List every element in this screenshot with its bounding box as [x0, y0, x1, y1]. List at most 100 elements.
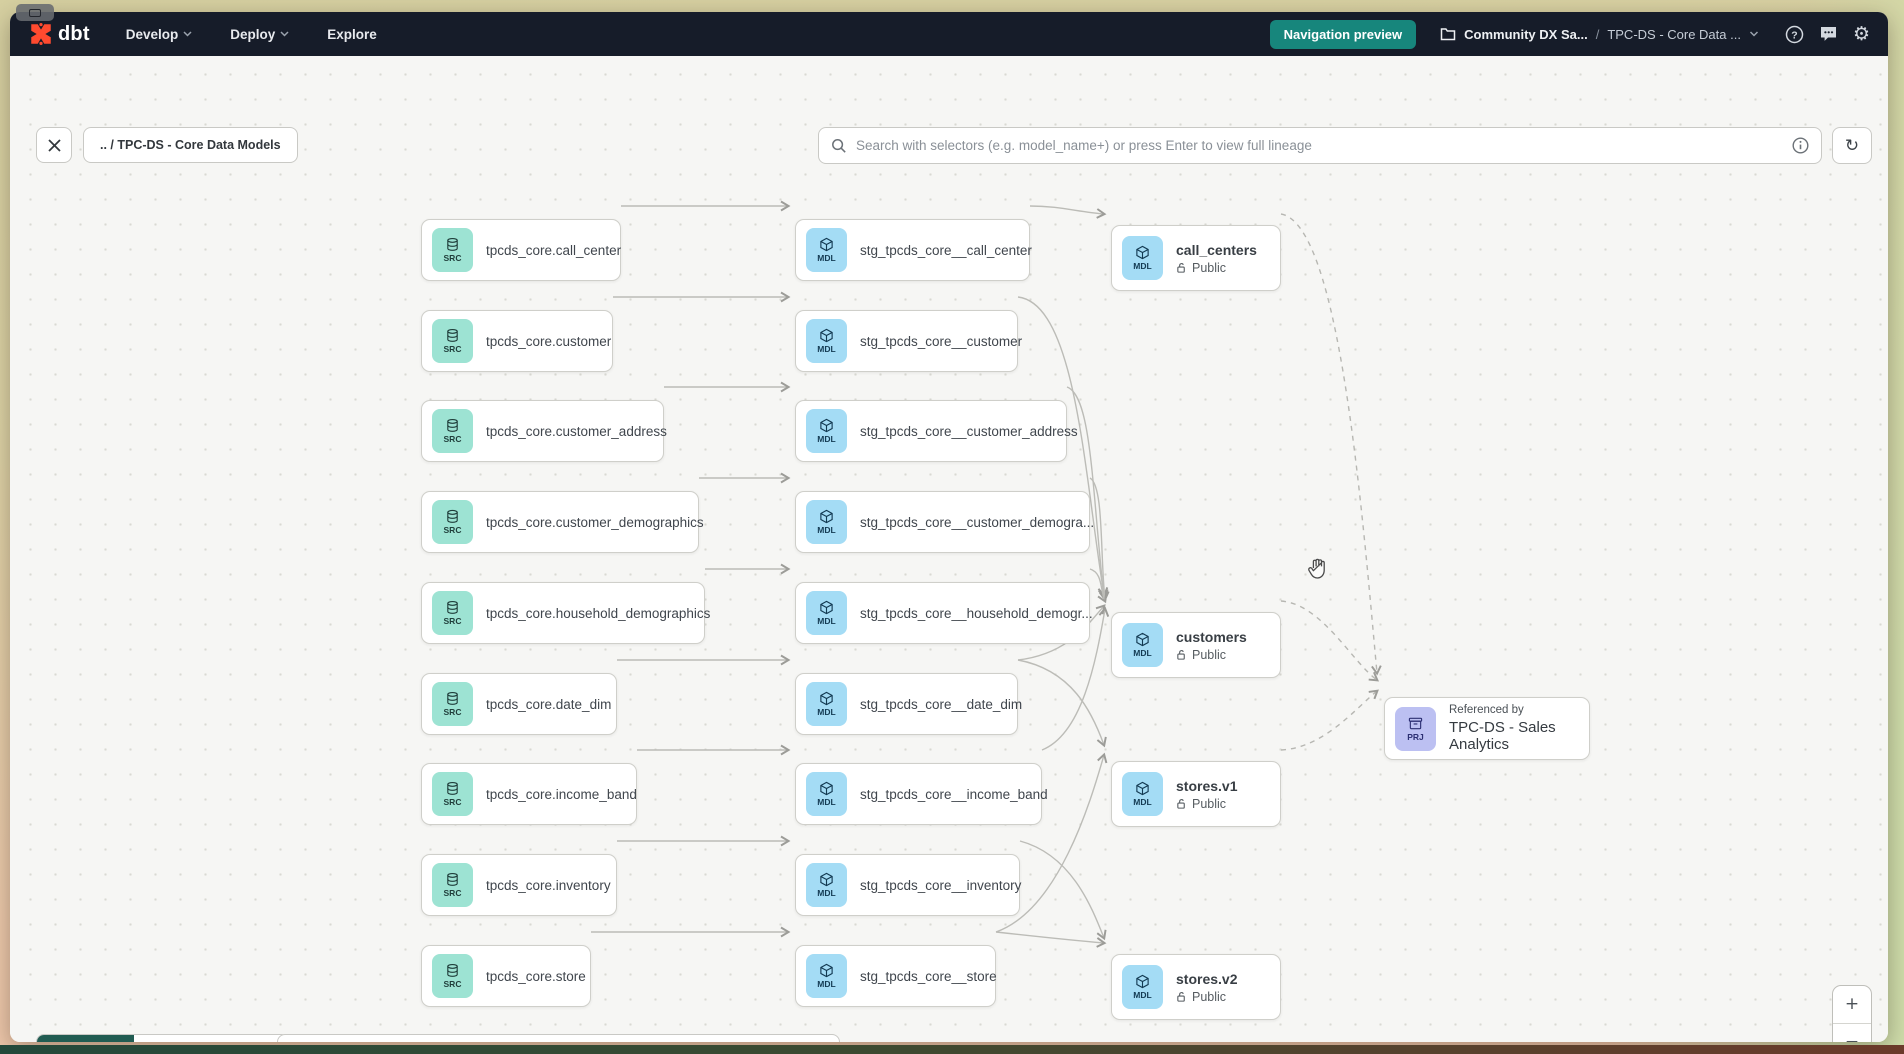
graph-node-model[interactable]: MDL stg_tpcds_core__inventory	[795, 854, 1021, 916]
search-input[interactable]	[856, 138, 1783, 153]
source-badge: SRC	[432, 954, 473, 998]
nav-menu-develop[interactable]: Develop	[126, 27, 193, 42]
database-icon	[447, 781, 458, 795]
close-icon	[47, 138, 61, 152]
lenses-button[interactable]: Lenses	[37, 1035, 134, 1042]
resource-type-legend: Model Source Snapshot Seed Metric Semant…	[277, 1034, 841, 1042]
dbt-logo-icon	[31, 23, 51, 45]
graph-node-source[interactable]: SRC tpcds_core.income_band	[421, 763, 637, 825]
graph-node-model[interactable]: MDL stg_tpcds_core__household_demogr...	[795, 582, 1093, 644]
source-badge: SRC	[432, 500, 473, 544]
model-badge: MDL	[1122, 623, 1163, 667]
source-badge: SRC	[432, 682, 473, 726]
model-badge: MDL	[806, 863, 847, 907]
lock-open-icon	[1177, 262, 1185, 273]
lock-open-icon	[1177, 798, 1185, 809]
zoom-controls: + −	[1832, 985, 1872, 1042]
close-lineage-button[interactable]	[36, 127, 72, 163]
lineage-breadcrumb-chip[interactable]: .. / TPC-DS - Core Data Models	[83, 127, 298, 163]
breadcrumb-current[interactable]: TPC-DS - Core Data ...	[1607, 26, 1741, 42]
breadcrumb-project[interactable]: Community DX Sa...	[1464, 26, 1588, 42]
source-badge: SRC	[432, 591, 473, 635]
archive-icon	[1408, 717, 1423, 729]
database-icon	[447, 691, 458, 705]
graph-node-model[interactable]: MDL stg_tpcds_core__income_band	[795, 763, 1048, 825]
graph-node-public-model[interactable]: MDL stores.v2 Public	[1111, 954, 1281, 1020]
feedback-icon[interactable]	[1819, 25, 1838, 43]
graph-node-public-model[interactable]: MDL call_centers Public	[1111, 225, 1281, 291]
desktop-edge	[0, 1045, 1904, 1054]
cube-icon	[820, 509, 833, 524]
graph-node-source[interactable]: SRC tpcds_core.customer_address	[421, 400, 667, 462]
settings-gear-icon[interactable]: ⚙	[1852, 22, 1870, 45]
svg-text:?: ?	[1791, 29, 1797, 41]
source-badge: SRC	[432, 772, 473, 816]
graph-node-public-model[interactable]: MDL customers Public	[1111, 612, 1281, 678]
brand-name: dbt	[58, 22, 90, 45]
lineage-canvas[interactable]: .. / TPC-DS - Core Data Models ↻ SRC tpc…	[10, 56, 1888, 1042]
chevron-down-icon[interactable]	[1749, 31, 1759, 37]
nav-menu-explore[interactable]: Explore	[327, 26, 377, 42]
cube-icon	[1136, 781, 1149, 796]
database-icon	[447, 600, 458, 614]
source-badge: SRC	[432, 228, 473, 272]
model-badge: MDL	[806, 409, 847, 453]
breadcrumb: Community DX Sa... / TPC-DS - Core Data …	[1440, 27, 1759, 42]
resource-type-dropdown[interactable]: Resource type	[133, 1035, 288, 1042]
graph-node-source[interactable]: SRC tpcds_core.call_center	[421, 219, 621, 281]
cube-icon	[820, 691, 833, 706]
cube-icon	[820, 963, 833, 978]
cube-icon	[820, 237, 833, 252]
cube-icon	[1136, 245, 1149, 260]
graph-node-source[interactable]: SRC tpcds_core.date_dim	[421, 673, 617, 735]
lock-open-icon	[1177, 649, 1185, 660]
database-icon	[447, 328, 458, 342]
graph-node-model[interactable]: MDL stg_tpcds_core__customer_address	[795, 400, 1078, 462]
graph-node-source[interactable]: SRC tpcds_core.household_demographics	[421, 582, 710, 644]
graph-node-source[interactable]: SRC tpcds_core.store	[421, 945, 591, 1007]
cube-icon	[820, 600, 833, 615]
model-badge: MDL	[1122, 772, 1163, 816]
help-icon[interactable]: ?	[1785, 25, 1804, 44]
graph-node-model[interactable]: MDL stg_tpcds_core__date_dim	[795, 673, 1022, 735]
model-badge: MDL	[1122, 236, 1163, 280]
model-badge: MDL	[806, 954, 847, 998]
graph-node-model[interactable]: MDL stg_tpcds_core__store	[795, 945, 997, 1007]
database-icon	[447, 509, 458, 523]
model-badge: MDL	[1122, 965, 1163, 1009]
model-badge: MDL	[806, 319, 847, 363]
top-navbar: dbt Develop Deploy Explore Navigation pr…	[10, 12, 1888, 56]
info-icon[interactable]	[1792, 137, 1809, 154]
graph-node-model[interactable]: MDL stg_tpcds_core__call_center	[795, 219, 1032, 281]
graph-node-project[interactable]: PRJ Referenced by TPC-DS - Sales Analyti…	[1384, 697, 1590, 760]
graph-node-model[interactable]: MDL stg_tpcds_core__customer	[795, 310, 1022, 372]
graph-node-source[interactable]: SRC tpcds_core.customer	[421, 310, 613, 372]
refresh-lineage-button[interactable]: ↻	[1832, 127, 1872, 164]
app-window: dbt Develop Deploy Explore Navigation pr…	[10, 12, 1888, 1042]
navigation-preview-button[interactable]: Navigation preview	[1269, 19, 1417, 49]
graph-node-public-model[interactable]: MDL stores.v1 Public	[1111, 761, 1281, 827]
dbt-logo[interactable]: dbt	[28, 21, 90, 47]
screen-capture-pill[interactable]	[16, 4, 54, 21]
model-badge: MDL	[806, 228, 847, 272]
nav-menu-deploy[interactable]: Deploy	[230, 27, 289, 42]
zoom-in-button[interactable]: +	[1833, 986, 1871, 1023]
chevron-down-icon	[280, 31, 289, 37]
cube-icon	[820, 418, 833, 433]
cube-icon	[820, 781, 833, 796]
model-badge: MDL	[806, 682, 847, 726]
source-badge: SRC	[432, 409, 473, 453]
cube-icon	[820, 328, 833, 343]
graph-node-model[interactable]: MDL stg_tpcds_core__customer_demogra...	[795, 491, 1094, 553]
zoom-out-button[interactable]: −	[1833, 1024, 1871, 1042]
database-icon	[447, 872, 458, 886]
database-icon	[447, 418, 458, 432]
graph-node-source[interactable]: SRC tpcds_core.inventory	[421, 854, 617, 916]
folder-icon	[1440, 28, 1456, 41]
cube-icon	[1136, 974, 1149, 989]
model-badge: MDL	[806, 591, 847, 635]
source-badge: SRC	[432, 319, 473, 363]
lock-open-icon	[1177, 991, 1185, 1002]
lens-controls: Lenses Resource type	[36, 1034, 289, 1042]
graph-node-source[interactable]: SRC tpcds_core.customer_demographics	[421, 491, 704, 553]
